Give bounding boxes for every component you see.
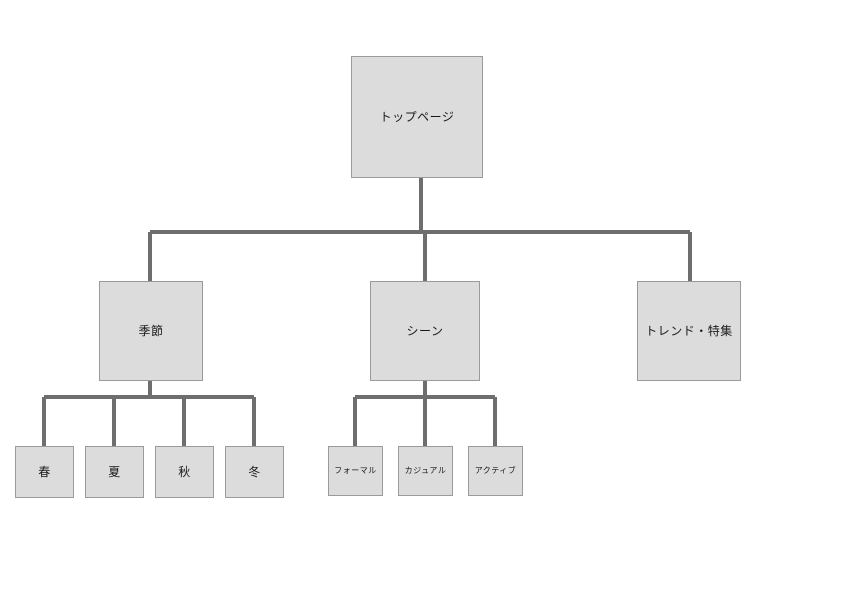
node-summer[interactable]: 夏	[85, 446, 144, 498]
node-label: トップページ	[379, 109, 455, 124]
node-top-page[interactable]: トップページ	[351, 56, 483, 178]
node-season[interactable]: 季節	[99, 281, 203, 381]
node-scene[interactable]: シーン	[370, 281, 480, 381]
node-label: 春	[38, 464, 51, 479]
node-spring[interactable]: 春	[15, 446, 74, 498]
node-label: 秋	[178, 464, 191, 479]
node-formal[interactable]: フォーマル	[328, 446, 383, 496]
node-label: 夏	[108, 464, 121, 479]
node-casual[interactable]: カジュアル	[398, 446, 453, 496]
node-label: トレンド・特集	[645, 323, 733, 338]
node-trend-feature[interactable]: トレンド・特集	[637, 281, 741, 381]
node-label: フォーマル	[334, 465, 377, 475]
node-winter[interactable]: 冬	[225, 446, 284, 498]
node-active[interactable]: アクティブ	[468, 446, 523, 496]
node-autumn[interactable]: 秋	[155, 446, 214, 498]
node-label: 冬	[248, 464, 261, 479]
node-label: シーン	[406, 323, 444, 338]
node-label: アクティブ	[474, 465, 517, 475]
node-label: 季節	[138, 323, 164, 338]
node-label: カジュアル	[404, 465, 447, 475]
